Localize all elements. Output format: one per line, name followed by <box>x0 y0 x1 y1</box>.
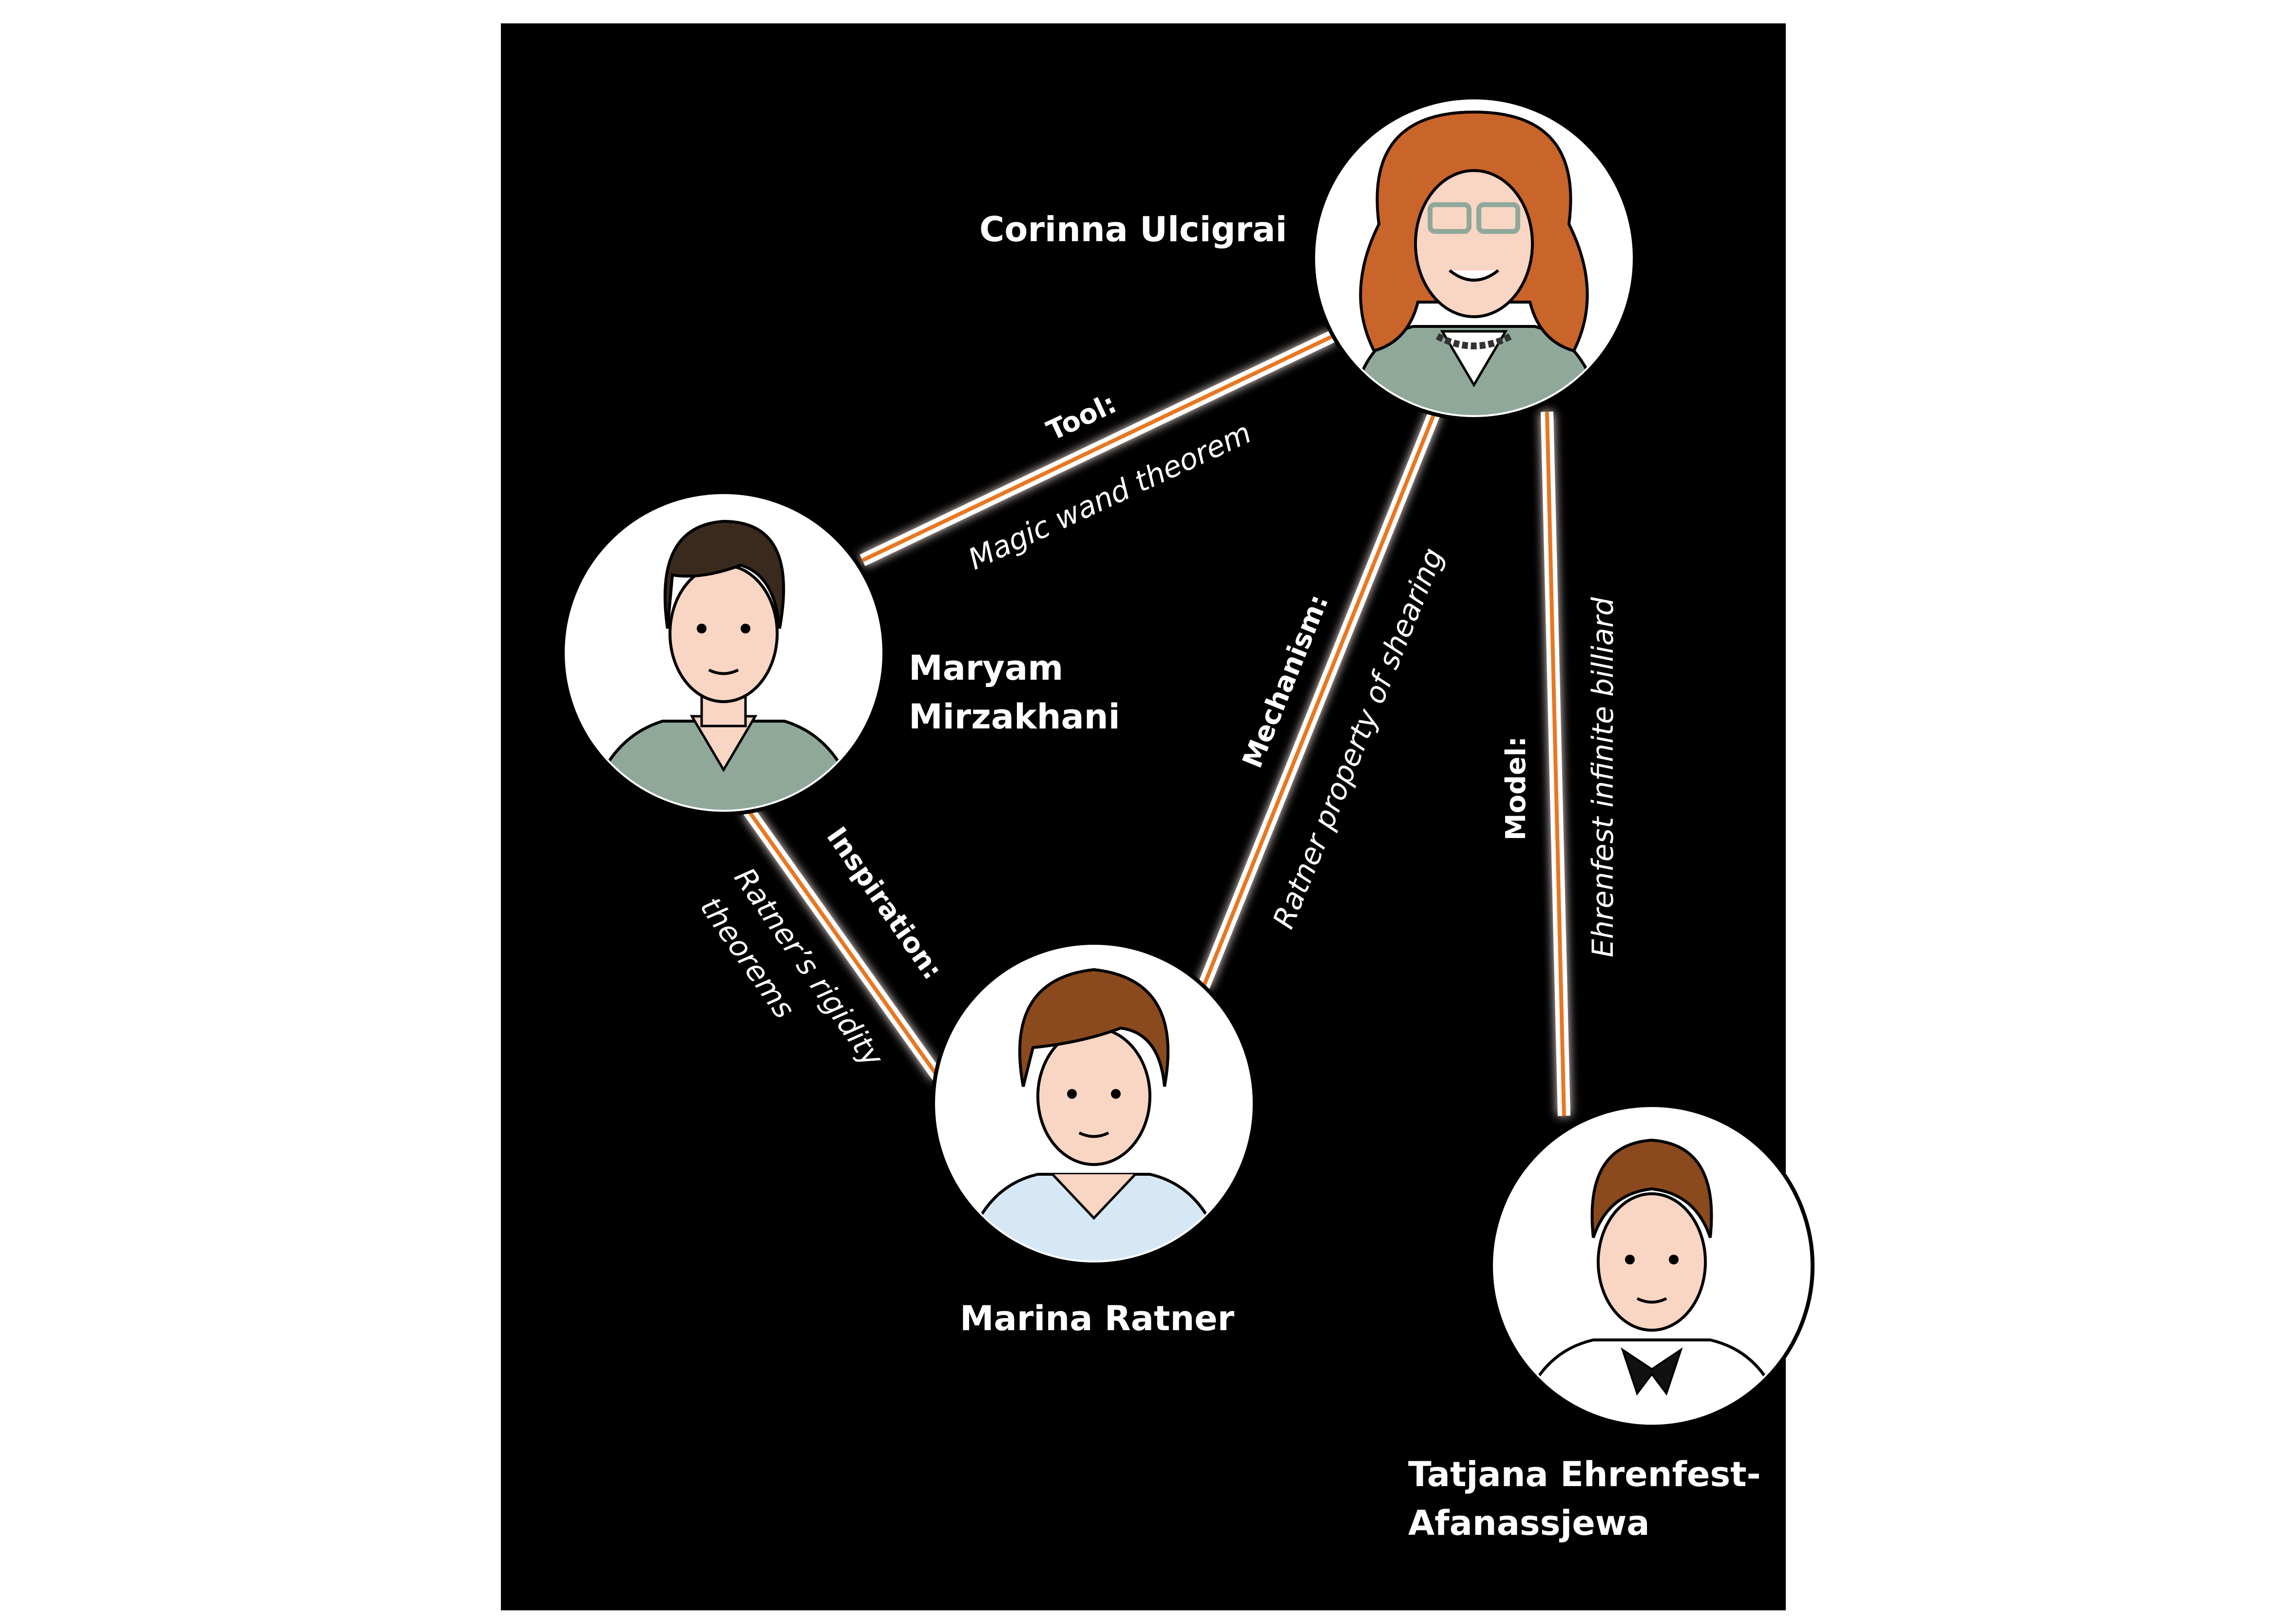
line-mechanism <box>1197 409 1441 989</box>
line-model <box>1541 411 1570 1116</box>
portrait-corinna-ulcigrai <box>1311 96 1637 421</box>
line-inspiration <box>743 806 943 1081</box>
name-marina-ratner: Marina Ratner <box>960 1299 1235 1338</box>
name-tatjana-ehrenfest-line1: Tatjana Ehrenfest- <box>1408 1454 1761 1494</box>
line-tool <box>860 330 1336 566</box>
edge-label-model-kind: Model: <box>1500 736 1532 841</box>
name-maryam-mirzakhani-line1: Maryam <box>909 648 1063 688</box>
connection-lines <box>743 330 1570 1116</box>
name-tatjana-ehrenfest-line2: Afanassjewa <box>1408 1503 1650 1543</box>
portrait-marina-ratner <box>931 941 1257 1266</box>
name-corinna-ulcigrai: Corinna Ulcigrai <box>979 210 1287 249</box>
edge-label-model-text: Ehrenfest infinite billiard <box>1586 597 1620 957</box>
name-maryam-mirzakhani-line2: Mirzakhani <box>909 697 1120 737</box>
